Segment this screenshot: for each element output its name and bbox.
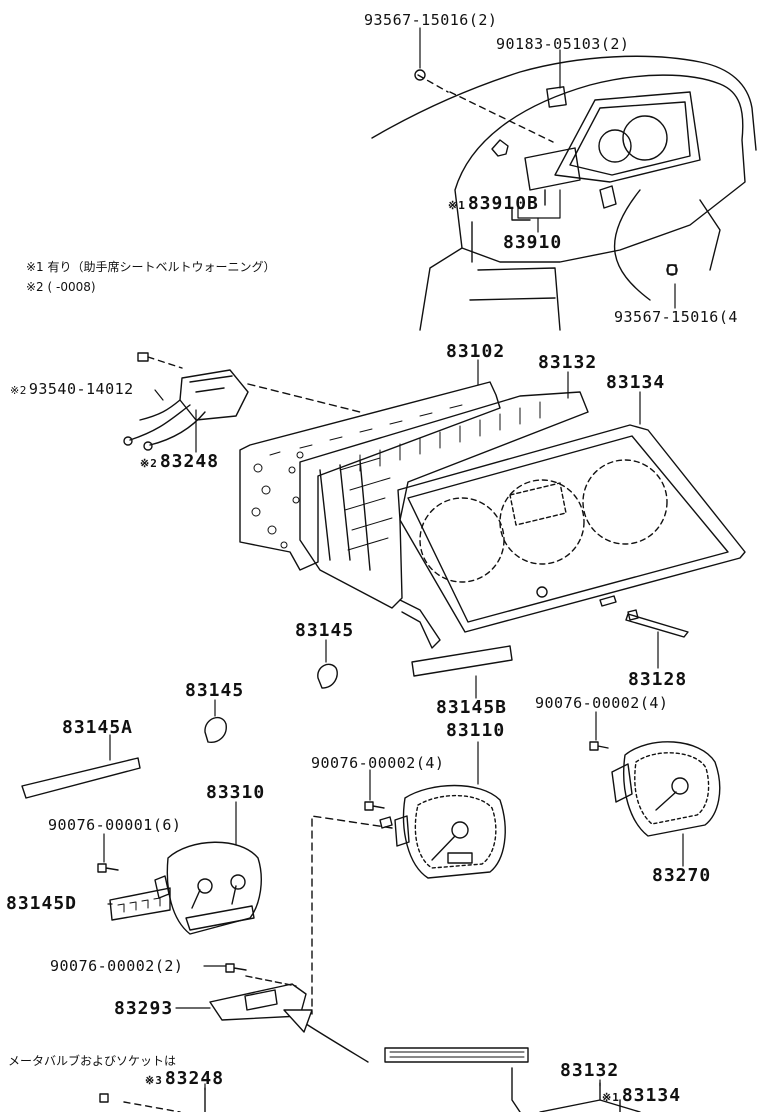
note-2-mark: ※2 [26, 280, 44, 294]
cluster-housing [239, 381, 746, 649]
dashboard-overview [371, 55, 757, 331]
label-83145D: 83145D [6, 893, 78, 914]
label-83910B-text: 83910B [467, 193, 539, 214]
bulb-83145-lower [204, 716, 227, 743]
ref-mark: ※1 [448, 199, 466, 212]
ref-mark: ※1 [602, 1091, 620, 1104]
strip-83145A [21, 757, 141, 799]
ref-mark: ※2 [140, 457, 158, 470]
label-83145A: 83145A [62, 717, 134, 738]
label-83145-upper: 83145 [295, 620, 355, 641]
dashed-connector [311, 815, 393, 1015]
note-1: ※1 有り（助手席シートベルトウォーニング） [26, 258, 276, 275]
label-83134-bottom-text: 83134 [621, 1085, 682, 1106]
strip-83145B [411, 645, 513, 677]
wiring-harness [123, 352, 361, 451]
label-90076-00002-2: 90076-00002(2) [50, 957, 184, 975]
label-83145-lower: 83145 [185, 680, 245, 701]
label-83134: 83134 [606, 372, 666, 393]
bottom-cluster-partial [123, 1047, 641, 1112]
label-93540-14012-text: 93540-14012 [28, 380, 134, 398]
label-83132: 83132 [538, 352, 598, 373]
gauge-83270 [611, 741, 721, 837]
label-90183-05103-2: 90183-05103(2) [496, 35, 630, 53]
note-1-mark: ※1 [26, 260, 44, 274]
label-83128: 83128 [628, 669, 688, 690]
label-83248-text: 83248 [159, 451, 220, 472]
label-83102: 83102 [446, 341, 506, 362]
note-2-text: ( -0008) [47, 280, 96, 294]
label-83248-bottom-text: 83248 [164, 1068, 225, 1089]
label-93567-15016-4: 93567-15016(4 [614, 308, 738, 326]
note-1-text: 有り（助手席シートベルトウォーニング） [47, 260, 276, 274]
label-83132-bottom: 83132 [560, 1060, 620, 1081]
note-2: ※2 ( -0008) [26, 280, 96, 294]
gauge-83110 [379, 784, 506, 879]
screws [97, 741, 609, 1103]
leader-lines [103, 27, 684, 1091]
pointer-arrow [283, 1009, 369, 1063]
label-83293: 83293 [114, 998, 174, 1019]
label-83110: 83110 [446, 720, 506, 741]
bottom-note: メータバルブおよびソケットは [8, 1054, 177, 1068]
label-83145B: 83145B [436, 697, 508, 718]
ref-mark: ※3 [145, 1074, 163, 1087]
label-90076-00002-4-mid: 90076-00002(4) [311, 754, 445, 772]
module-83293 [209, 975, 307, 1021]
gauge-83310 [109, 841, 262, 935]
label-90076-00001-6: 90076-00001(6) [48, 816, 182, 834]
label-83310: 83310 [206, 782, 266, 803]
ref-mark: ※2 [10, 384, 27, 397]
label-93567-15016-2: 93567-15016(2) [364, 11, 498, 29]
label-83270: 83270 [652, 865, 712, 886]
label-90076-00002-4-right: 90076-00002(4) [535, 694, 669, 712]
label-83910: 83910 [503, 232, 563, 253]
rod-83128 [625, 609, 689, 638]
bulb-83145-upper [317, 663, 338, 689]
